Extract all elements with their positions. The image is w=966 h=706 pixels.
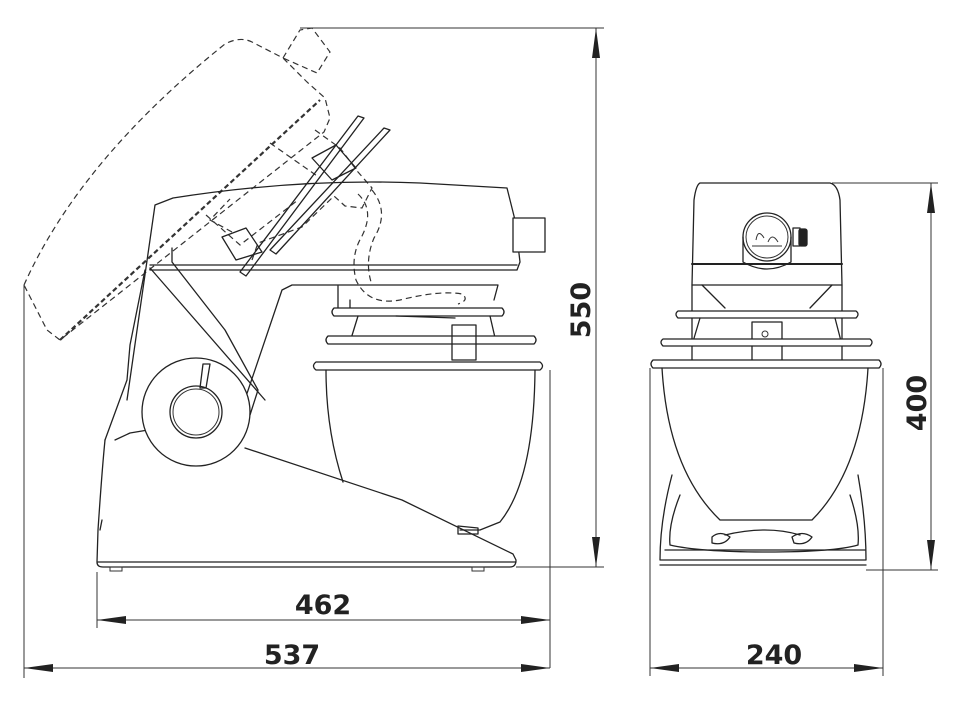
dimension-240: 240 xyxy=(649,368,884,676)
dimension-label-537: 537 xyxy=(264,640,320,671)
dimension-label-550: 550 xyxy=(566,282,597,338)
hinge-knob xyxy=(114,357,251,467)
mixer-column xyxy=(104,267,499,441)
planetary-hub xyxy=(325,285,537,361)
beater-rails xyxy=(221,115,391,277)
raised-head-outline xyxy=(23,27,466,341)
dimension-label-240: 240 xyxy=(746,640,802,671)
dimension-label-462: 462 xyxy=(295,590,351,621)
mixing-bowl xyxy=(312,361,544,535)
front-bowl xyxy=(650,359,882,521)
side-view xyxy=(23,27,546,572)
front-column xyxy=(660,284,873,361)
dimension-462: 462 xyxy=(96,370,551,668)
front-base xyxy=(659,474,867,566)
mixer-base xyxy=(96,439,517,572)
front-head xyxy=(691,182,843,286)
dimension-537: 537 xyxy=(23,285,550,678)
mixer-head xyxy=(126,181,546,416)
dimension-400: 400 xyxy=(832,182,938,571)
dimension-label-400: 400 xyxy=(902,375,933,431)
front-view xyxy=(650,182,882,566)
dimension-550: 550 xyxy=(300,27,604,568)
